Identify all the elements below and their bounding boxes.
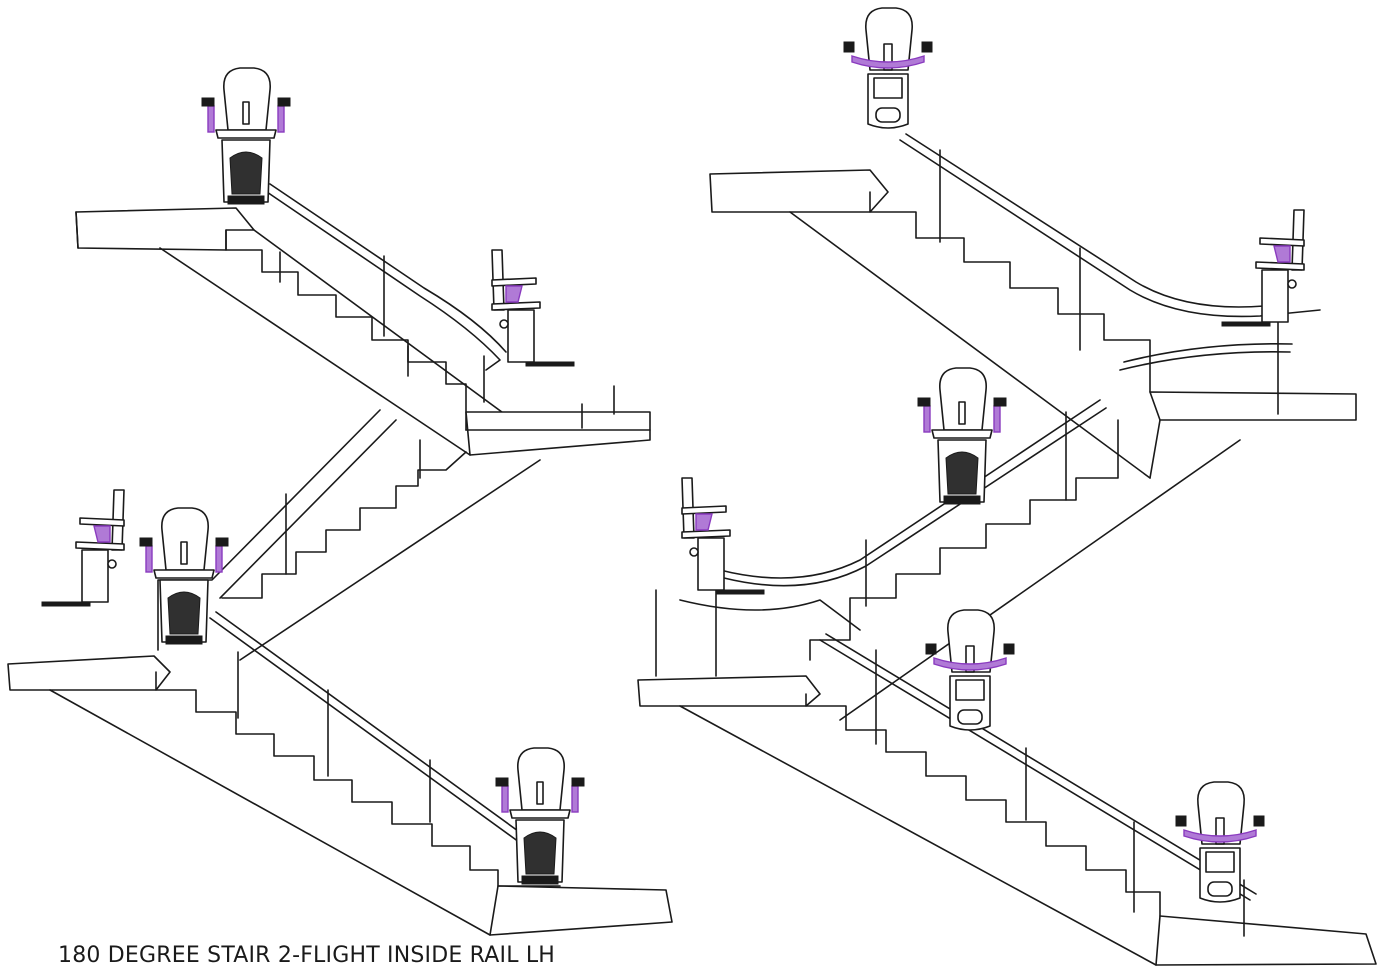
right-staircase [637,7,1377,966]
left-staircase [7,67,673,936]
diagram-caption: 180 DEGREE STAIR 2-FLIGHT INSIDE RAIL LH [58,943,556,968]
